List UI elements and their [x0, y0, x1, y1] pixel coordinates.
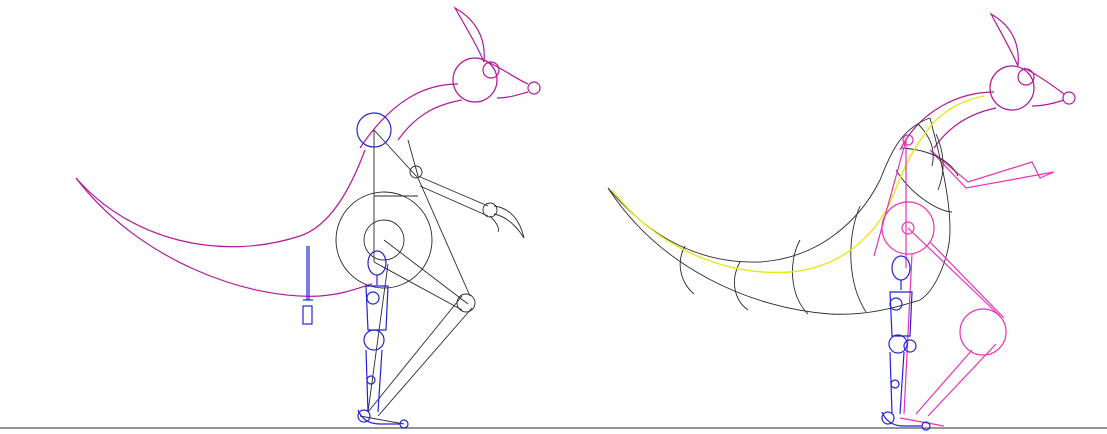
right-human-reference: [882, 256, 930, 430]
right-thigh-b: [930, 242, 1004, 318]
left-shoulder-link: [374, 130, 418, 178]
right-human-head: [892, 256, 910, 280]
right-human-leg-b: [900, 352, 904, 414]
left-human-reference: [358, 251, 408, 428]
left-figure: [76, 8, 540, 428]
left-claw-small: [490, 216, 499, 232]
left-human-knee: [367, 376, 375, 384]
left-belly-curve: [76, 178, 372, 296]
left-human-leg-b: [378, 350, 382, 412]
right-human-shoulder: [890, 298, 902, 310]
right-section-5: [902, 148, 958, 176]
left-back-curve: [76, 150, 365, 247]
right-back-contour: [608, 118, 930, 262]
right-neck-back: [900, 92, 994, 150]
left-human-head: [368, 251, 386, 275]
left-creature-outline: [76, 8, 540, 296]
scale-marker-weight: [303, 306, 312, 324]
left-upper-arm-a: [408, 140, 418, 176]
right-section-7: [918, 124, 933, 166]
right-shin-b: [928, 344, 996, 416]
right-rig: [874, 135, 1006, 426]
right-thigh-a: [908, 228, 1000, 316]
left-forearm-b: [420, 186, 488, 216]
right-human-knee: [891, 380, 899, 388]
left-neck-back: [360, 84, 458, 148]
right-creature-outline: [900, 14, 1075, 188]
left-scale-marker: [303, 246, 313, 324]
right-head: [990, 66, 1034, 110]
right-human-heel: [882, 412, 894, 424]
left-snout: [488, 62, 528, 98]
right-horn: [991, 14, 1018, 66]
left-neck-front: [398, 100, 462, 140]
right-nose: [1063, 92, 1075, 104]
left-thigh-top: [384, 240, 468, 304]
left-armature: [336, 130, 524, 424]
left-head: [453, 58, 497, 102]
left-shin-b: [378, 308, 472, 416]
right-belly-contour: [608, 118, 950, 314]
left-body-front: [418, 178, 470, 296]
left-human-hip: [364, 330, 384, 350]
left-human-shoulder: [367, 292, 379, 304]
left-wrist: [483, 203, 497, 217]
left-human-heel: [358, 410, 370, 422]
left-nose: [528, 82, 540, 94]
right-arm: [930, 150, 1054, 188]
right-spine-curve: [612, 96, 984, 272]
right-section-4: [851, 206, 866, 312]
left-claw: [494, 206, 524, 238]
right-shin-a: [916, 350, 972, 414]
right-human-hand: [904, 340, 916, 352]
left-horn: [455, 8, 484, 62]
right-figure: [608, 14, 1075, 430]
